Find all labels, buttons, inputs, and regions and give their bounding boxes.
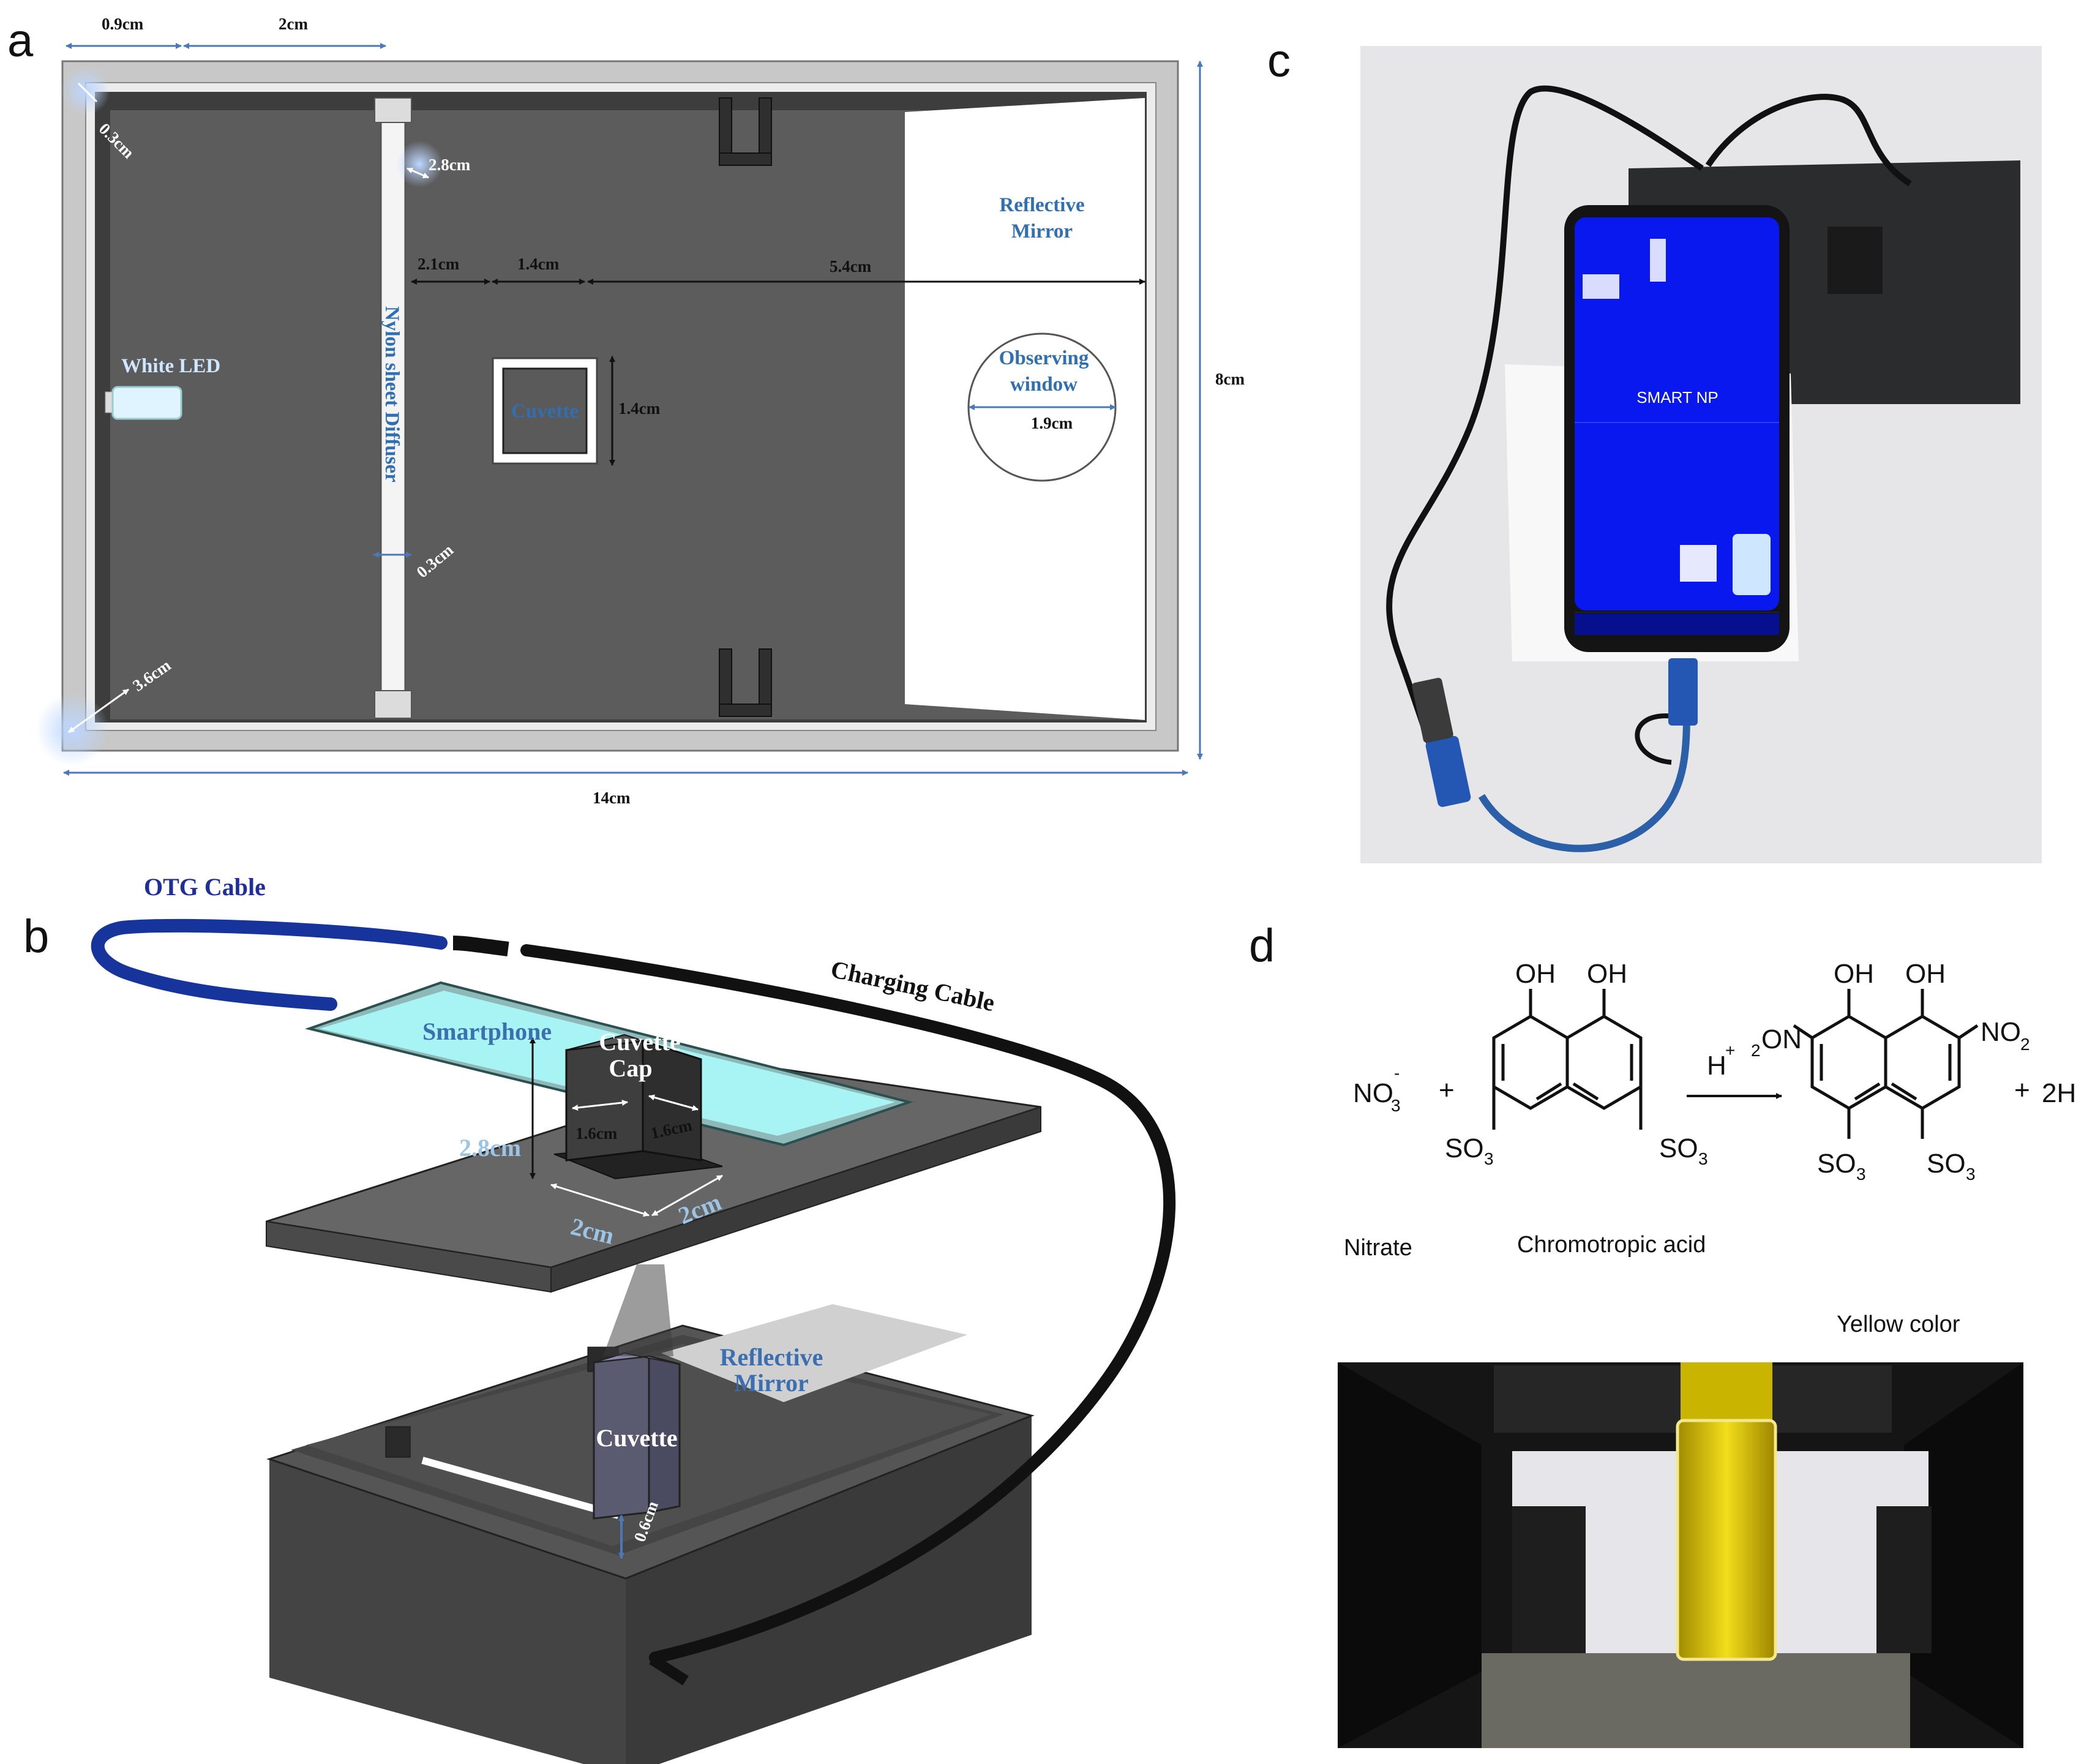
product-structure	[1793, 989, 1979, 1139]
panel-d-reaction: NO 3 - + OH OH SO 3 SO 3 H +	[1338, 959, 2076, 1748]
so3-4-sub: 3	[1966, 1165, 1976, 1184]
box-mirror	[661, 1304, 967, 1402]
no2-right-sub: 2	[2020, 1035, 2030, 1054]
yellow-cuvette-photo	[1338, 1362, 2023, 1748]
panel-label-c: c	[1267, 35, 1291, 87]
dim-1-4cm-a: 1.4cm	[517, 255, 560, 273]
nitrate-sub: 3	[1391, 1096, 1401, 1115]
dim-8cm: 8cm	[1215, 370, 1245, 388]
box-front-face	[269, 1459, 626, 1764]
dim-2cm: 2cm	[279, 15, 308, 33]
b-cuvette-label: Cuvette	[596, 1424, 677, 1452]
so3-2: SO	[1659, 1133, 1698, 1163]
so3-4: SO	[1927, 1149, 1966, 1179]
dim-14cm: 14cm	[593, 789, 631, 807]
panel-a-top-view: 0.9cm 2cm 0.3cm 2.8cm 2.1cm 1.4cm 5.4cm …	[36, 15, 1245, 807]
panel-label-b: b	[23, 910, 49, 963]
no2-left: ON	[1761, 1024, 1802, 1054]
charging-cable	[520, 944, 1176, 1662]
cap-height: 2.8cm	[459, 1134, 521, 1162]
oh-4: OH	[1905, 959, 1946, 989]
smartphone-label: Smartphone	[422, 1018, 552, 1045]
camera-icon	[1733, 534, 1771, 595]
b-mirror-label-1: Reflective	[720, 1343, 823, 1371]
h-plus: H	[1707, 1051, 1726, 1081]
gallery-icon	[1680, 545, 1717, 582]
dim-2-8cm: 2.8cm	[429, 156, 471, 174]
so3-1-sub: 3	[1484, 1149, 1494, 1168]
window-label-1: Observing	[999, 347, 1089, 369]
slot-top	[719, 97, 772, 166]
dim-0-9cm: 0.9cm	[102, 15, 144, 33]
caption-nitrate: Nitrate	[1344, 1235, 1412, 1261]
panel-c-photo: SMART NP	[1360, 46, 2042, 863]
so3-3-sub: 3	[1856, 1165, 1866, 1184]
dim-1-4cm-b: 1.4cm	[618, 399, 661, 418]
so3-2-sub: 3	[1698, 1149, 1708, 1168]
product-2h: 2H	[2042, 1078, 2076, 1108]
mirror-label-2: Mirror	[1011, 220, 1073, 242]
caption-yellow: Yellow color	[1837, 1312, 1960, 1337]
otg-label: OTG Cable	[144, 873, 266, 901]
dim-5-4cm: 5.4cm	[830, 257, 872, 276]
oh-3: OH	[1834, 959, 1874, 989]
plus-1: +	[1439, 1075, 1455, 1105]
no2-left-pre: 2	[1751, 1041, 1761, 1060]
nitrate-formula: NO	[1353, 1078, 1393, 1108]
white-led	[111, 386, 182, 420]
cap-width-1: 1.6cm	[575, 1124, 618, 1143]
cap-label-2: Cap	[609, 1054, 652, 1082]
phone-screen	[1575, 217, 1779, 610]
cuvette-label: Cuvette	[511, 400, 579, 422]
app-title: SMART NP	[1636, 388, 1718, 407]
cap-label-1: Cuvette	[599, 1028, 680, 1056]
otg-cable	[91, 918, 448, 1011]
so3-1: SO	[1445, 1133, 1484, 1163]
nitrate-sup: -	[1394, 1064, 1400, 1083]
slot-bottom	[719, 648, 772, 717]
oh-1: OH	[1515, 959, 1556, 989]
so3-3: SO	[1817, 1149, 1856, 1179]
diffuser-label: Nylon sheet Diffuser	[381, 306, 403, 482]
h-plus-sup: +	[1725, 1041, 1735, 1060]
mirror-label-1: Reflective	[999, 194, 1084, 216]
no2-right: NO	[1981, 1017, 2021, 1047]
dim-2-1cm: 2.1cm	[418, 255, 460, 273]
b-mirror-label-2: Mirror	[734, 1369, 808, 1397]
plus-2: +	[2014, 1075, 2030, 1105]
chromotropic-structure	[1492, 989, 1643, 1130]
oh-2: OH	[1587, 959, 1627, 989]
window-label-2: window	[1010, 373, 1078, 396]
panel-b-3d-view: OTG Cable Charging Cable Smartphone Cuve…	[91, 873, 1176, 1764]
panel-label-a: a	[7, 15, 34, 67]
caption-chromotropic: Chromotropic acid	[1517, 1232, 1706, 1258]
dim-1-9cm: 1.9cm	[1031, 414, 1073, 432]
panel-label-d: d	[1249, 920, 1275, 972]
led-label: White LED	[121, 355, 220, 377]
